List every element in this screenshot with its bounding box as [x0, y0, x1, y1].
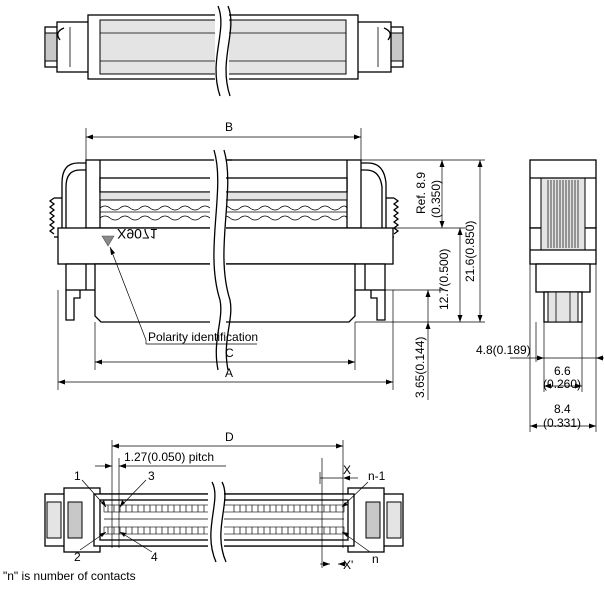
dim-x-label: X — [343, 463, 351, 477]
pin-4-label: 4 — [151, 550, 158, 564]
width-side-label: 4.8(0.189) — [476, 343, 531, 357]
dim-a-label: A — [225, 366, 233, 380]
height-total-label: 21.6(0.850) — [463, 221, 477, 282]
svg-text:12.7(0.500): 12.7(0.500) — [437, 249, 451, 310]
height-mid-label: 12.7(0.500) — [437, 249, 451, 310]
top-view — [44, 5, 404, 97]
svg-text:(0.350): (0.350) — [429, 180, 443, 218]
dim-d-label: D — [225, 430, 234, 444]
dim-c-label: C — [225, 346, 234, 360]
dim-b-label: B — [225, 120, 233, 134]
svg-text:Ref. 8.9: Ref. 8.9 — [414, 172, 428, 214]
width-inner-label: 6.6 — [554, 364, 571, 378]
front-view: X9071 — [48, 149, 400, 371]
pin-n-label: n — [372, 552, 379, 566]
bottom-view — [44, 481, 404, 563]
front-dimensions: B C A Polarity identification Ref. 8.9 (… — [57, 120, 485, 400]
width-inner-inch-label: (0.260) — [543, 377, 581, 391]
dim-x-prime-label: X' — [343, 558, 353, 572]
side-view — [529, 159, 597, 323]
polarity-identification-label: Polarity identification — [148, 330, 258, 344]
pin-3-label: 3 — [148, 469, 155, 483]
pin-1-label: 1 — [74, 469, 81, 483]
pin-2-label: 2 — [74, 550, 81, 564]
width-outer-label: 8.4 — [554, 402, 571, 416]
polarity-marker-icon — [101, 235, 115, 247]
width-outer-inch-label: (0.331) — [543, 416, 581, 430]
pin-n-minus-1-label: n-1 — [368, 469, 386, 483]
pitch-label: 1.27(0.050) pitch — [124, 450, 214, 464]
footnote: "n" is number of contacts — [3, 569, 136, 583]
ref-height-inch-label: (0.350) — [429, 180, 443, 218]
svg-text:3.65(0.144): 3.65(0.144) — [413, 337, 427, 398]
bottom-dimensions: D 1.27(0.050) pitch X X' 1 3 2 4 — [74, 430, 386, 572]
part-marking: X9071 — [117, 226, 158, 242]
height-low-label: 3.65(0.144) — [413, 337, 427, 398]
svg-text:21.6(0.850): 21.6(0.850) — [463, 221, 477, 282]
side-dimensions: 4.8(0.189) 6.6 (0.260) 8.4 (0.331) — [476, 264, 604, 432]
ref-height-label: Ref. 8.9 — [414, 172, 428, 214]
